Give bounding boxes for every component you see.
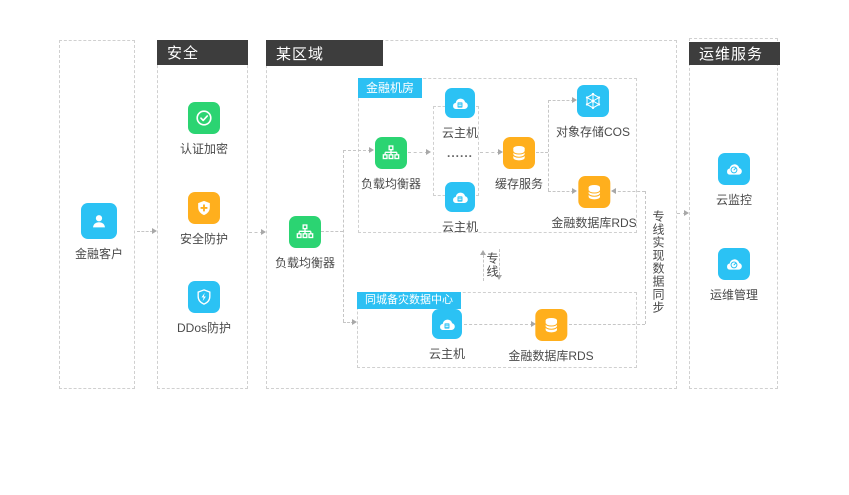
node-label: 金融客户 (74, 247, 124, 261)
node-label: DDos防护 (176, 321, 232, 335)
arrowhead (572, 187, 577, 194)
connector-innerlb-hosts (408, 152, 428, 153)
arrowhead (352, 318, 357, 325)
node-label: 金融数据库RDS (551, 216, 637, 230)
arrowhead (498, 148, 503, 155)
trunk-vertical-line (343, 150, 344, 322)
connector-sync-rds-top (613, 191, 645, 192)
ops-header: 运维服务 (689, 42, 780, 65)
node-auth-encrypt: 认证加密 (180, 102, 228, 157)
node-label: 负载均衡器 (360, 177, 422, 191)
cloud-gauge-icon (717, 248, 750, 280)
dedicated-line-down (499, 249, 500, 275)
connector-customer-security (137, 231, 153, 232)
node-label: 云主机 (428, 347, 466, 361)
arrowhead-up (479, 250, 486, 255)
node-label: 认证加密 (179, 142, 229, 156)
cloud-gauge-icon (717, 153, 750, 185)
finance-room-box (358, 78, 637, 233)
connector-drrds-sync (569, 324, 645, 325)
cloud-server-icon (444, 182, 475, 212)
connector-security-region (249, 232, 263, 233)
database-icon (502, 137, 535, 169)
node-label: 云主机 (441, 220, 479, 234)
database-icon (535, 309, 567, 341)
load-balancer-icon (374, 137, 407, 169)
connector-branch-rds (548, 191, 574, 192)
cloud-server-icon (444, 88, 475, 118)
finance-room-tab: 金融机房 (358, 78, 423, 98)
node-label: 缓存服务 (494, 177, 544, 191)
node-ddos-protect: DDos防护 (177, 281, 231, 336)
connector-trunk-drcenter (343, 322, 354, 323)
connector-drhost-drrds (464, 324, 533, 325)
arrowhead (572, 96, 577, 103)
arrowhead (369, 146, 374, 153)
arrowhead (531, 320, 536, 327)
load-balancer-icon (288, 216, 321, 248)
arrowhead (261, 228, 266, 235)
node-security-protect: 安全防护 (180, 192, 228, 247)
connector-hosts-cache (480, 152, 500, 153)
branch-vertical-line (548, 100, 549, 191)
node-label: 负载均衡器 (274, 256, 336, 270)
node-dr-finance-rds: 金融数据库RDS (508, 309, 594, 364)
node-load-balancer-inner: 负载均衡器 (361, 137, 421, 192)
arrowhead (426, 148, 431, 155)
dr-center-tab: 同城备灾数据中心 (357, 292, 461, 309)
cloud-server-icon (431, 309, 462, 339)
node-label: 对象存储COS (555, 125, 631, 139)
node-load-balancer-outer: 负载均衡器 (275, 216, 335, 271)
check-circle-icon (187, 102, 220, 134)
dedicated-line-label: 专线 (485, 252, 499, 278)
connector-cache-branch (536, 152, 548, 153)
arrowhead (611, 187, 616, 194)
user-icon (80, 203, 117, 239)
node-dr-cloud-host: 云主机 (429, 309, 465, 362)
connector-region-ops (677, 213, 686, 214)
ellipsis-more-hosts: ...... (446, 146, 474, 160)
sync-caption: 专线实现数据同步 (651, 210, 665, 314)
node-financial-customer: 金融客户 (75, 203, 123, 262)
node-label: 运维管理 (709, 288, 759, 302)
connector-branch-cos (548, 100, 574, 101)
shield-cross-icon (187, 192, 220, 224)
node-label: 金融数据库RDS (508, 349, 594, 363)
node-cache-service: 缓存服务 (495, 137, 543, 192)
connector-lb-trunk (321, 231, 343, 232)
connector-trunk-innerlb (343, 150, 371, 151)
dr-center-box (357, 292, 637, 368)
shield-lightning-icon (187, 281, 220, 313)
ops-group-box (689, 38, 778, 389)
node-finance-rds-top: 金融数据库RDS (551, 176, 637, 231)
arrowhead (684, 209, 689, 216)
region-group-box (266, 40, 677, 389)
hexagon-network-icon (576, 85, 609, 117)
node-label: 云主机 (441, 126, 479, 140)
region-header: 某区域 (266, 40, 383, 66)
security-header: 安全 (157, 40, 248, 65)
node-ops-manage: 运维管理 (710, 248, 758, 303)
arrowhead-down (495, 275, 502, 280)
node-cloud-monitor: 云监控 (716, 153, 752, 208)
node-label: 安全防护 (179, 232, 229, 246)
dedicated-line-up (483, 255, 484, 281)
customer-group-box (59, 40, 135, 389)
sync-vertical-line (645, 191, 646, 324)
database-icon (578, 176, 610, 208)
node-label: 云监控 (715, 193, 753, 207)
node-cloud-host-bottom: 云主机 (442, 182, 478, 235)
arrowhead (152, 227, 157, 234)
node-object-storage-cos: 对象存储COS (556, 85, 630, 140)
node-cloud-host-top: 云主机 (442, 88, 478, 141)
